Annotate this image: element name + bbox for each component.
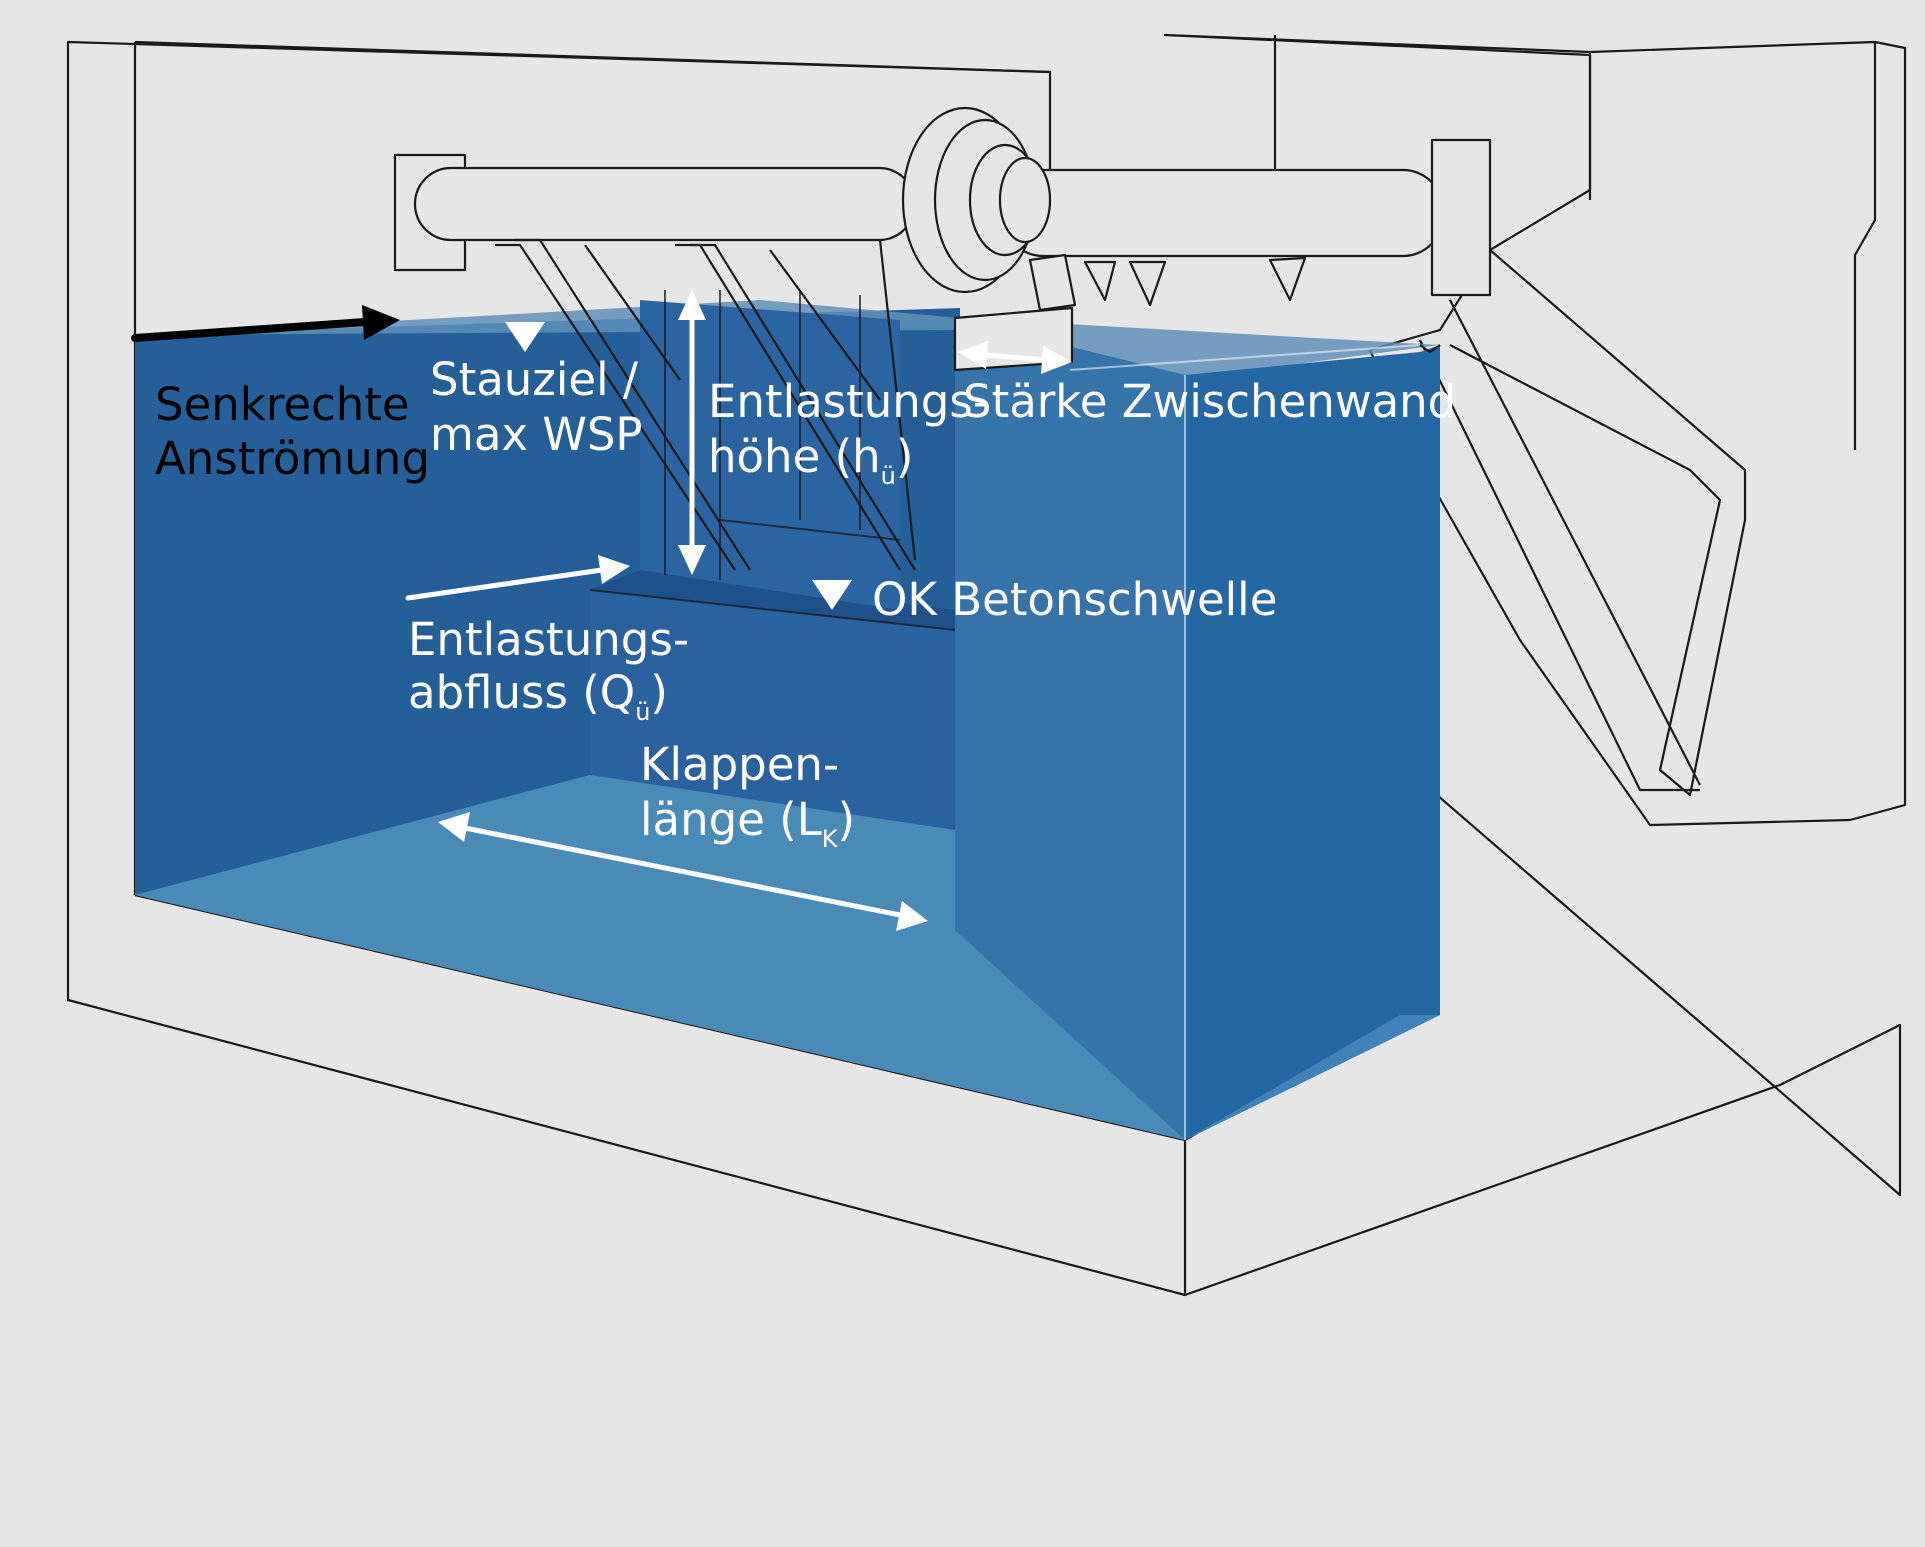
gate-rail — [719, 519, 901, 541]
labels: Senkrechte Anströmung Stauziel / max WSP… — [155, 353, 1456, 853]
inflow-arrow-line — [131, 318, 369, 342]
relief-discharge-arrow-head — [598, 555, 630, 584]
relief-discharge-label-line1: Entlastungs- — [408, 613, 689, 666]
sill-label: OK Betonschwelle — [872, 573, 1277, 626]
bracket-4 — [1268, 256, 1307, 302]
water-floor-main — [135, 775, 1185, 1140]
flap-length-sub: K — [822, 825, 839, 853]
relief-height-label-line2: höhe (hü) — [708, 430, 913, 490]
wall-thickness-arrow — [982, 352, 1051, 363]
inflow-arrow-head — [362, 305, 400, 340]
right-block — [1163, 33, 1907, 827]
wall-thickness-arrow-left — [958, 341, 988, 369]
water — [135, 300, 1440, 1140]
arm-5 — [878, 239, 917, 561]
water-edges — [1069, 344, 1421, 1140]
top-back-edge — [134, 40, 1051, 74]
right-bearing-plate — [1430, 138, 1492, 297]
annotations — [131, 290, 1072, 931]
relief-height-arrow-top — [678, 290, 706, 320]
relief-discharge-close: ) — [650, 666, 668, 719]
sill-top — [590, 570, 955, 630]
right-block-line-3 — [1853, 42, 1877, 450]
sill-marker — [812, 580, 852, 610]
flap-length-arrow — [462, 825, 903, 918]
arm-4 — [769, 249, 881, 401]
water-right — [1185, 345, 1440, 1140]
flap-recess-back — [1449, 299, 1701, 786]
shaft-assembly — [393, 106, 1492, 312]
relief-height-sub: ü — [881, 462, 896, 490]
sill-edge — [589, 589, 956, 631]
max-level-marker — [505, 322, 545, 352]
sill-block — [590, 590, 955, 830]
relief-height-arrow-bottom — [678, 545, 706, 575]
flap-length-arrow-right — [896, 901, 928, 931]
relief-height-label-line1: Entlastungs- — [708, 375, 989, 428]
arm-2 — [584, 244, 681, 381]
left-shaft — [413, 166, 917, 242]
max-level-label-line2: max WSP — [430, 408, 643, 461]
flap-length-text: länge (L — [640, 793, 822, 846]
relief-discharge-sub: ü — [635, 698, 650, 726]
bracket-2 — [1083, 260, 1117, 302]
gate-lines — [589, 290, 956, 631]
gate-arms — [495, 238, 917, 571]
relief-height-text: höhe (h — [708, 430, 881, 483]
bracket-3 — [1128, 260, 1167, 307]
inflow-label-line2: Anströmung — [155, 432, 430, 485]
max-level-label-line1: Stauziel / — [430, 353, 639, 406]
arm-1-a — [495, 243, 736, 571]
relief-discharge-label-line2: abfluss (Qü) — [408, 666, 668, 726]
arm-3-b — [690, 243, 916, 571]
inflow-label-line1: Senkrechte — [155, 378, 410, 431]
bracket-1 — [1028, 253, 1077, 312]
right-shaft — [1001, 168, 1445, 258]
water-right-floor — [1185, 1015, 1440, 1140]
flap-length-label-line1: Klappen- — [640, 738, 839, 791]
relief-discharge-text: abfluss (Q — [408, 666, 635, 719]
flap-recess-profile — [1449, 249, 1747, 797]
flap-length-arrow-left — [438, 812, 470, 842]
arm-1-b — [515, 238, 751, 571]
flap-recess-inner — [1419, 339, 1700, 792]
surface-edge-highlight — [1069, 344, 1421, 371]
flap-tip — [1419, 344, 1441, 354]
drive-hub-core — [998, 156, 1052, 244]
wall-thickness-label: Stärke Zwischenwand — [963, 375, 1456, 428]
flap-length-label-line2: länge (LK) — [640, 793, 855, 853]
partition-wall-front — [955, 318, 1185, 1140]
wall-thickness-arrow-right — [1041, 346, 1072, 374]
relief-height-close: ) — [896, 430, 914, 483]
relief-discharge-arrow — [405, 567, 605, 601]
flap-length-close: ) — [838, 793, 856, 846]
